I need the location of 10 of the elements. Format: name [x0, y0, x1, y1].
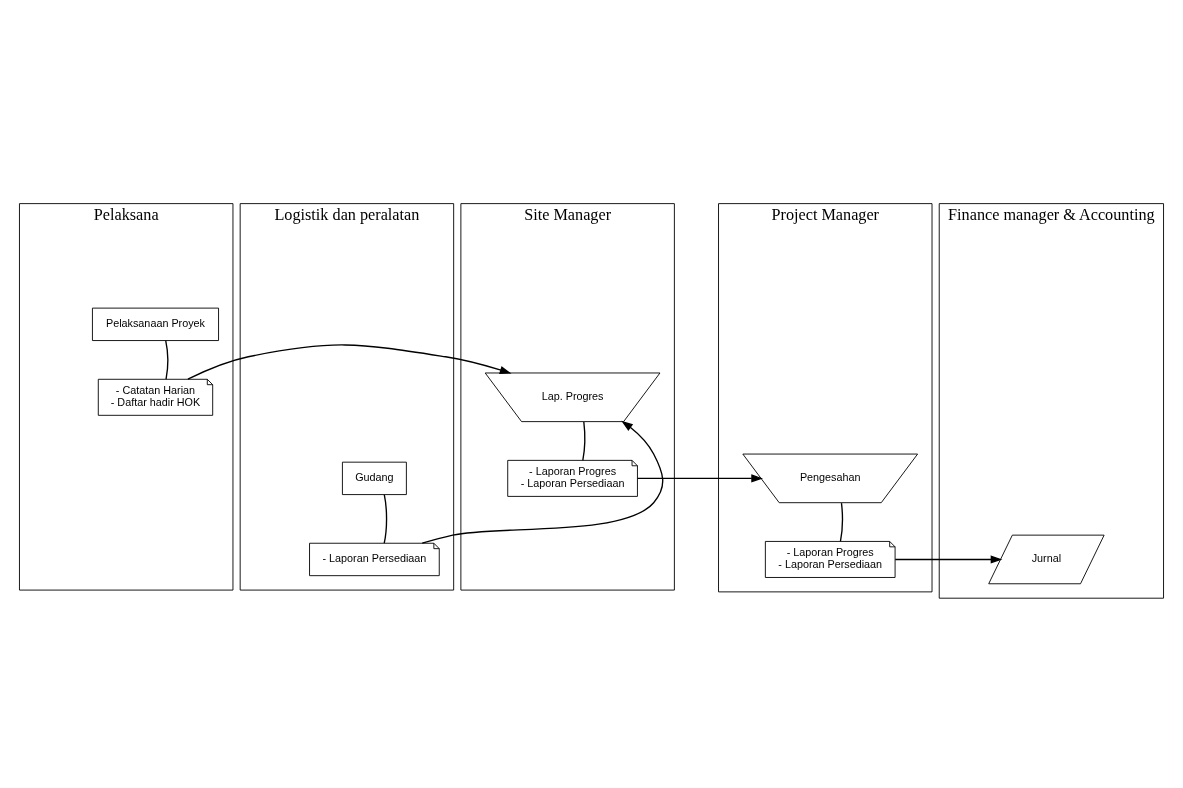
- connector: [839, 502, 844, 542]
- arrow: [187, 344, 512, 380]
- arrow: [894, 555, 1003, 564]
- arrow: [421, 420, 664, 544]
- node-box: Gudang: [341, 461, 407, 496]
- connector: [383, 494, 388, 544]
- node-box: Pelaksanaan Proyek: [92, 307, 219, 341]
- arrow: [636, 474, 763, 483]
- connector: [582, 421, 586, 461]
- connector: [165, 340, 169, 380]
